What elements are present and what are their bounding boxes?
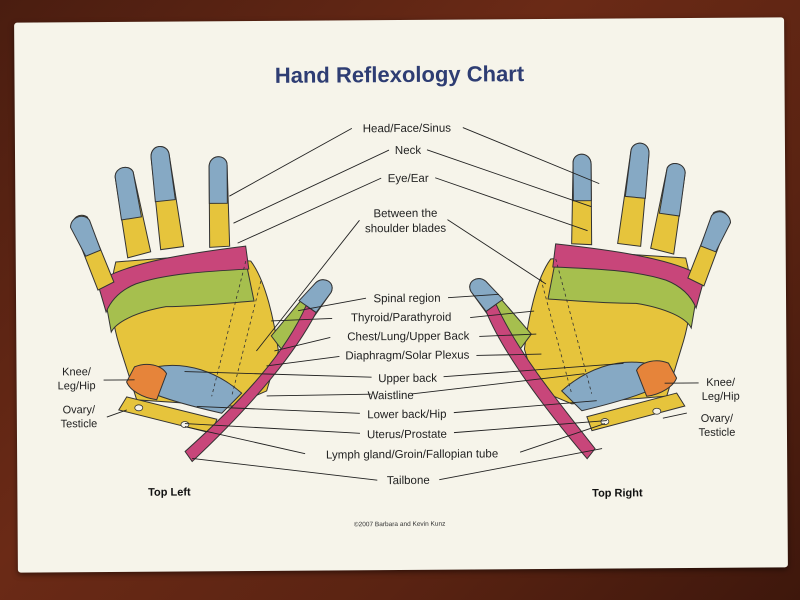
left-knee-line1: Knee/	[62, 366, 92, 378]
caption-top-left: Top Left	[148, 486, 191, 498]
left-ovary-line1: Ovary/	[63, 404, 96, 416]
label-between-1: Between the	[373, 208, 437, 220]
label-lower-back: Lower back/Hip	[367, 409, 446, 422]
leader-lines	[103, 127, 699, 481]
right-ovary-line1: Ovary/	[701, 413, 734, 425]
hand-diagram: Head/Face/Sinus Neck Eye/Ear Between the…	[58, 123, 740, 529]
label-chest: Chest/Lung/Upper Back	[347, 331, 469, 344]
right-hand	[469, 142, 732, 460]
caption-top-right: Top Right	[592, 487, 643, 499]
label-tailbone: Tailbone	[387, 475, 430, 487]
copyright: ©2007 Barbara and Kevin Kunz	[354, 520, 446, 529]
left-ovary-line2: Testicle	[61, 418, 98, 430]
right-side-labels: Knee/ Leg/Hip Ovary/ Testicle	[699, 377, 740, 439]
label-head: Head/Face/Sinus	[363, 123, 452, 136]
reflexology-card: Hand Reflexology Chart	[14, 17, 788, 573]
right-ovary-line2: Testicle	[699, 427, 736, 439]
label-upper-back: Upper back	[378, 373, 437, 385]
label-diaphragm: Diaphragm/Solar Plexus	[345, 350, 469, 363]
left-knee-line2: Leg/Hip	[58, 380, 96, 392]
label-waistline: Waistline	[368, 390, 414, 402]
center-labels: Head/Face/Sinus Neck Eye/Ear Between the…	[326, 123, 498, 487]
label-spinal: Spinal region	[373, 293, 440, 305]
label-eye: Eye/Ear	[388, 173, 429, 185]
left-hand	[70, 146, 333, 463]
label-thyroid: Thyroid/Parathyroid	[351, 312, 451, 325]
label-lymph: Lymph gland/Groin/Fallopian tube	[326, 448, 498, 461]
right-knee-line2: Leg/Hip	[702, 391, 740, 403]
label-neck: Neck	[395, 145, 422, 157]
right-knee-line1: Knee/	[706, 377, 736, 389]
label-uterus: Uterus/Prostate	[367, 429, 447, 442]
left-side-labels: Knee/ Leg/Hip Ovary/ Testicle	[58, 366, 98, 430]
label-between-2: shoulder blades	[365, 223, 447, 236]
